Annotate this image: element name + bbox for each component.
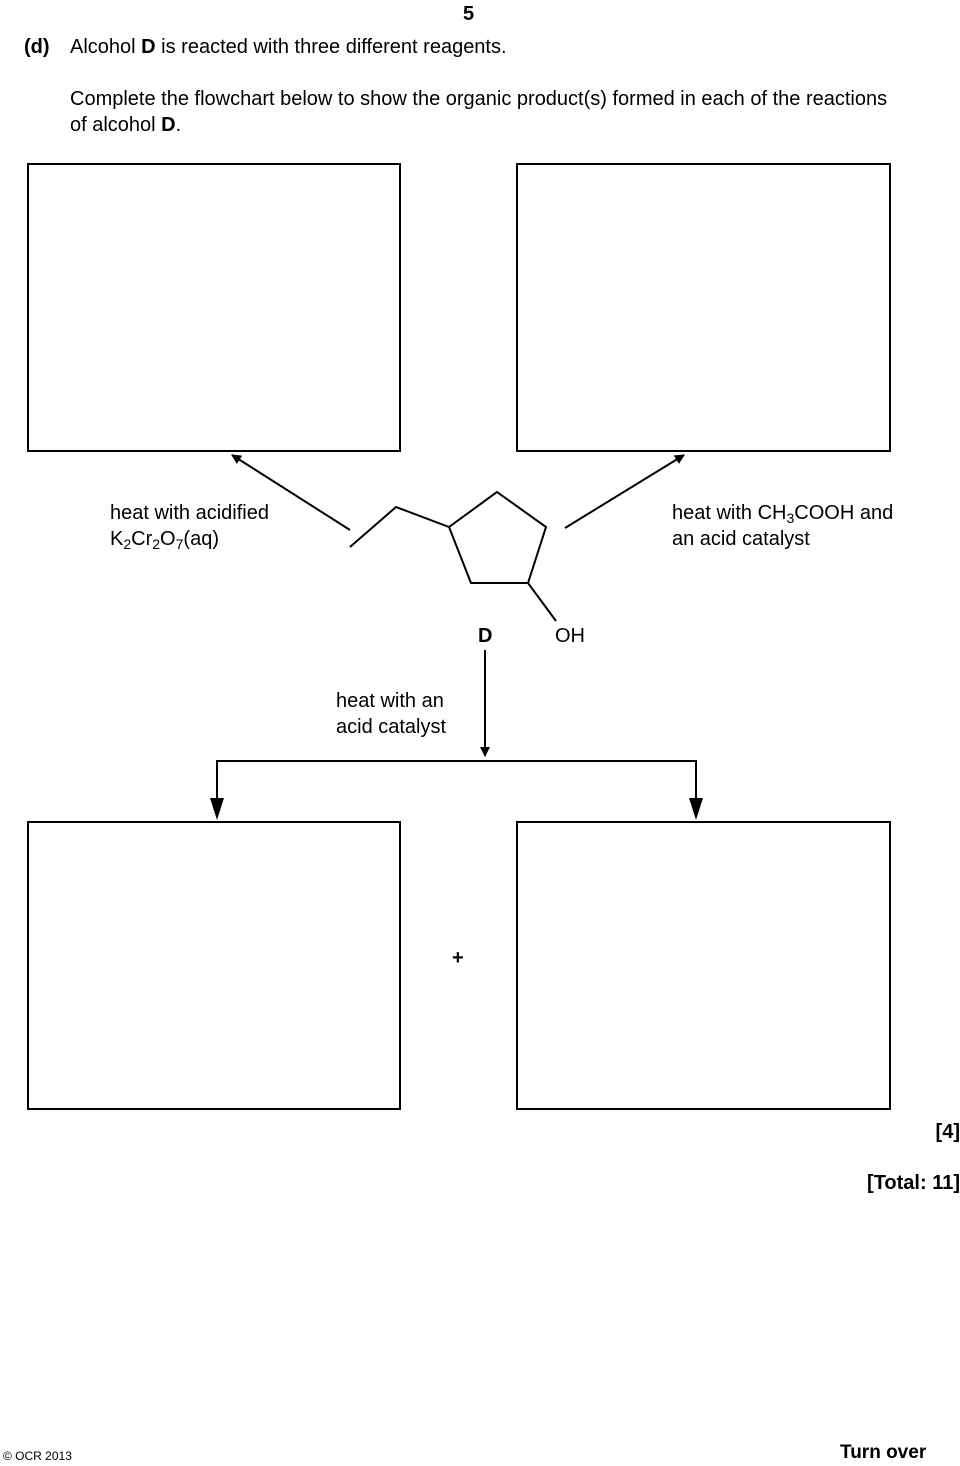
- arrow-to-ester-box: [564, 454, 685, 529]
- instruction-line-2-end: .: [175, 114, 182, 136]
- alcohol-d-structure: [349, 490, 557, 622]
- cyclopentane-ring: [447, 490, 548, 584]
- question-intro-text: Alcohol: [70, 36, 142, 58]
- arrow-to-oxidation-box: [231, 454, 351, 531]
- branch-line: [216, 760, 697, 803]
- copyright: © OCR 2013: [3, 1449, 72, 1463]
- answer-box-dehydration-product-2[interactable]: [516, 821, 891, 1110]
- reagent-oxidation-line-2: K2Cr2O7(aq): [110, 528, 219, 552]
- reagent-oxidation-line-1: heat with acidified: [110, 502, 269, 524]
- total-label: [Total: 11]: [867, 1172, 960, 1194]
- ethyl-chain: [349, 505, 450, 548]
- alcohol-label-2: D: [161, 114, 176, 136]
- question-intro-text-end: is reacted with three different reagents…: [155, 36, 507, 58]
- arrow-to-dehydration-box-2: [689, 798, 703, 820]
- answer-box-oxidation-product[interactable]: [27, 163, 401, 452]
- alcohol-label: D: [141, 36, 156, 58]
- instruction-line-1: Complete the flowchart below to show the…: [70, 88, 888, 110]
- answer-box-dehydration-product-1[interactable]: [27, 821, 401, 1110]
- hydroxyl-label: OH: [555, 625, 585, 647]
- structure-label-d: D: [478, 625, 493, 647]
- reagent-esterification-line-1: heat with CH3COOH and: [672, 502, 894, 526]
- reagent-esterification-line-2: an acid catalyst: [672, 528, 810, 550]
- arrow-to-dehydration-box-1: [210, 798, 224, 820]
- plus-sign: +: [452, 947, 464, 969]
- answer-box-ester-product[interactable]: [516, 163, 891, 452]
- question-intro: Alcohol D is reacted with three differen…: [70, 34, 507, 60]
- reagent-dehydration-line-2: acid catalyst: [336, 716, 447, 738]
- reagent-dehydration-line-1: heat with an: [336, 690, 444, 712]
- instruction-line-2-text: of alcohol: [70, 114, 162, 136]
- marks-label: [4]: [935, 1121, 960, 1143]
- instruction-line-2: of alcohol D.: [70, 112, 181, 138]
- page-number: 5: [463, 3, 475, 25]
- question-part-label: (d): [24, 36, 50, 58]
- turn-over: Turn over: [840, 1442, 927, 1463]
- hydroxyl-bond: [527, 582, 557, 622]
